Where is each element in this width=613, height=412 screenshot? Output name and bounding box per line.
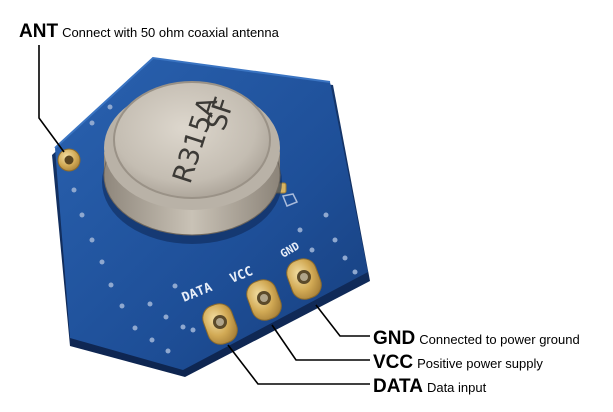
ant-pad bbox=[57, 148, 81, 172]
gnd-pin-description: Connected to power ground bbox=[419, 332, 580, 347]
pin-data bbox=[202, 303, 238, 345]
gnd-pin-name: GND bbox=[373, 328, 416, 349]
pcb-vias bbox=[71, 104, 358, 354]
ant-leader-line bbox=[38, 45, 65, 153]
ant-pin-description: Connect with 50 ohm coaxial antenna bbox=[62, 25, 279, 40]
data-pin-name: DATA bbox=[373, 376, 423, 397]
pin-gnd bbox=[286, 258, 322, 300]
gnd-leader-line bbox=[315, 304, 370, 337]
vcc-pin-description: Positive power supply bbox=[417, 356, 543, 371]
data-pin-description: Data input bbox=[426, 380, 487, 395]
vcc-leader-line bbox=[271, 324, 370, 361]
ant-pin-name: ANT bbox=[19, 21, 59, 42]
leader-lines bbox=[38, 45, 370, 385]
data-leader-line bbox=[227, 344, 370, 385]
saw-resonator-can: SF R315A bbox=[102, 81, 282, 244]
vcc-pin-name: VCC bbox=[373, 352, 414, 373]
pin-vcc bbox=[246, 279, 282, 321]
